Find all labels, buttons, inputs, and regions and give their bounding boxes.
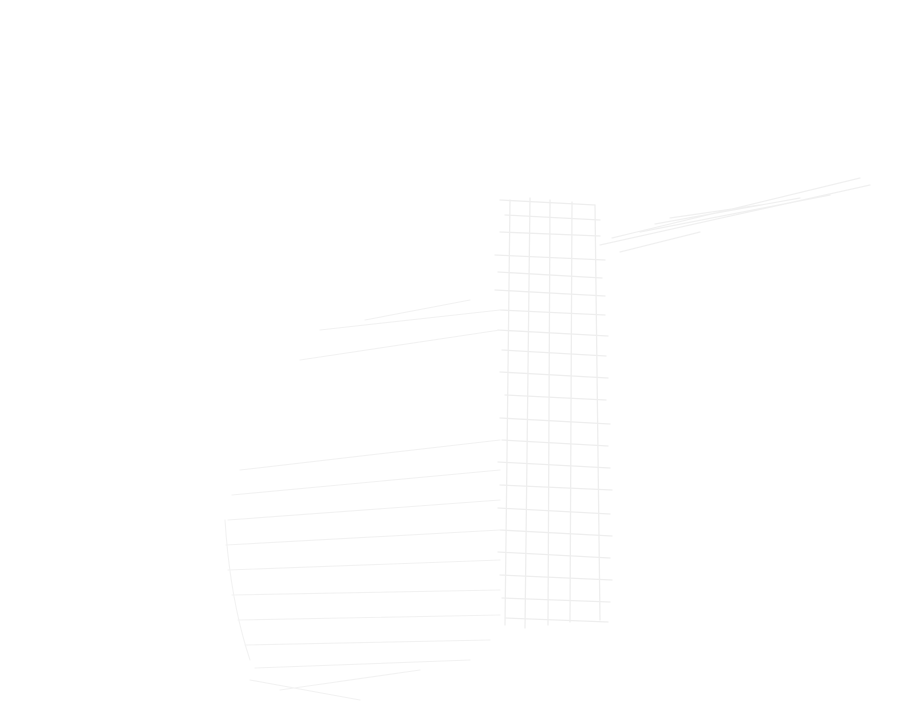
stacked-column — [494, 197, 613, 629]
lower-left-wedge — [224, 299, 501, 701]
upper-right-diagonal-strokes — [599, 177, 871, 253]
